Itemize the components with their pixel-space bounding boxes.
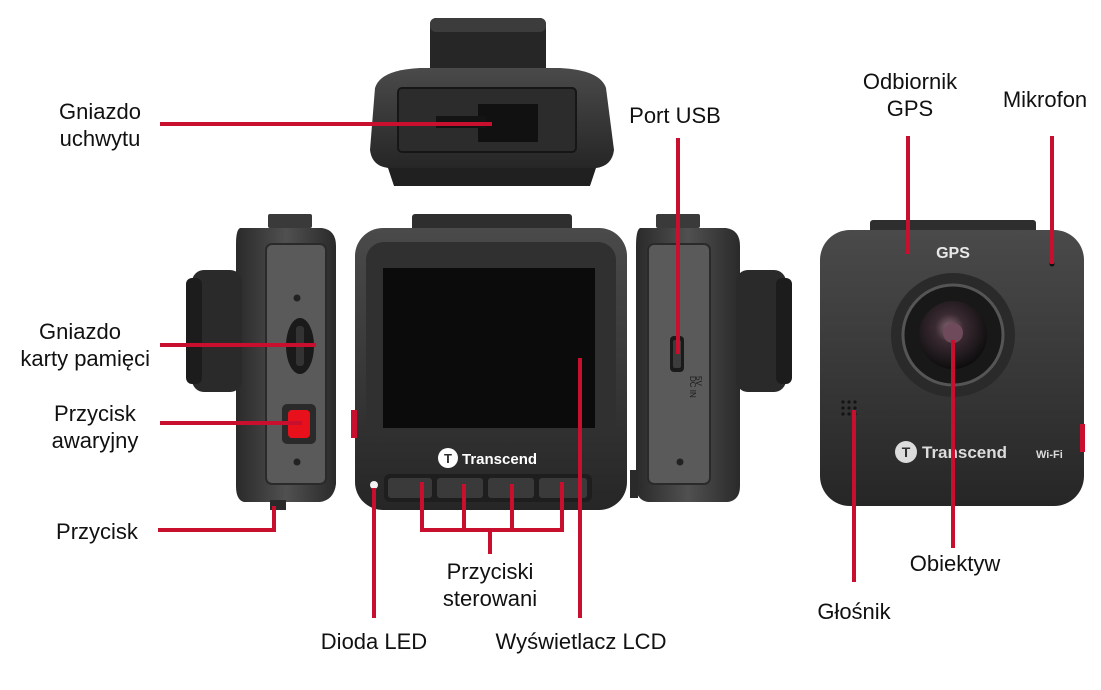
label-usb-port: Port USB [629, 103, 721, 128]
top-view [370, 18, 614, 186]
brand-text-front: Transcend [462, 451, 537, 468]
svg-text:T: T [902, 444, 911, 460]
volt-mark: 5V [694, 376, 703, 386]
label-emergency-button: Przycisk awaryjny [51, 401, 139, 453]
label-lens: Obiektyw [909, 551, 1001, 576]
label-led: Dioda LED [320, 629, 428, 654]
leader-button [158, 506, 276, 532]
label-microphone: Mikrofon [1002, 87, 1088, 112]
label-gps-receiver: Odbiornik GPS [862, 69, 958, 121]
label-mount-socket: Gniazdo uchwytu [59, 99, 141, 151]
left-side-view [186, 214, 336, 510]
right-side-view: DC IN 5V [630, 214, 792, 502]
leader-lines [158, 122, 1054, 618]
brand-text-back: Transcend [922, 443, 1007, 462]
label-control-buttons: Przyciski sterowani [442, 559, 538, 611]
dc-in-mark: DC IN [688, 376, 697, 398]
front-screen-view: T Transcend [351, 214, 627, 510]
label-speaker: Głośnik [817, 599, 891, 624]
svg-text:T: T [444, 451, 452, 466]
gps-mark: GPS [936, 245, 970, 262]
label-card-slot: Gniazdo karty pamięci [20, 319, 150, 371]
wifi-mark: Wi-Fi [1036, 449, 1063, 461]
label-lcd: Wyświetlacz LCD [495, 629, 667, 654]
label-button: Przycisk [56, 519, 138, 544]
